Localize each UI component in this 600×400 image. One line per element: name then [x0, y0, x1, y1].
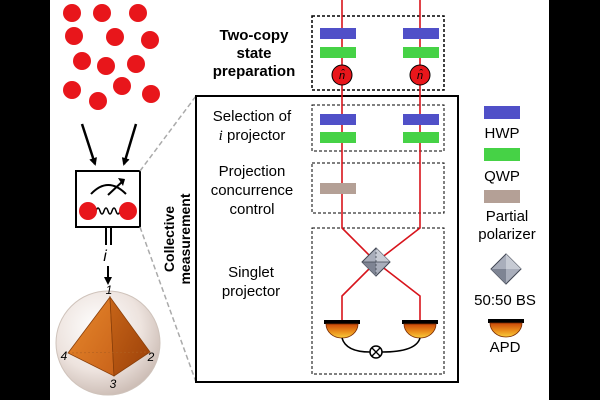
photon	[65, 27, 83, 45]
nhat-label-right: n̂	[417, 68, 423, 82]
hwp-plate	[403, 28, 439, 39]
spring-icon	[95, 207, 121, 215]
input-arrow-right	[121, 123, 138, 166]
legend-bs-label: 50:50 BS	[474, 292, 536, 309]
legend-partial-label-line2: polarizer	[478, 226, 536, 243]
apd-detector-right	[402, 320, 438, 339]
outcome-label: i	[103, 248, 107, 265]
photon	[89, 92, 107, 110]
photon-source-right: n̂	[409, 64, 431, 86]
apd-detector-left	[324, 320, 360, 339]
selection-label-line1: Selection of	[213, 108, 292, 125]
projection-label-line2: concurrence	[211, 182, 294, 199]
vertex-label-3: 3	[110, 377, 117, 391]
tetrahedron-sphere: 1 2 3 4	[55, 283, 161, 396]
legend-qwp-swatch	[484, 148, 520, 161]
collective-measurement-label: Collective measurement	[161, 193, 193, 284]
vertex-label-1: 1	[106, 283, 113, 297]
photon	[119, 202, 137, 220]
photon	[129, 4, 147, 22]
photon	[73, 52, 91, 70]
photon	[63, 81, 81, 99]
legend: HWP QWP Partial polarizer 50:50 BS APD	[474, 106, 536, 356]
two-copy-label: Two-copy state preparation	[213, 27, 296, 80]
legend-hwp-swatch	[484, 106, 520, 119]
legend-bs-icon	[490, 253, 522, 285]
legend-apd-label: APD	[490, 339, 521, 356]
photon	[93, 4, 111, 22]
photon	[141, 31, 159, 49]
legend-qwp-label: QWP	[484, 168, 520, 185]
photon-source-left: n̂	[331, 64, 353, 86]
measurement-device-box	[75, 170, 141, 228]
singlet-label-line2: projector	[222, 283, 280, 300]
coincidence-wire	[341, 337, 421, 353]
legend-partial-label-line1: Partial	[486, 208, 529, 225]
collective-measurement-box	[195, 95, 459, 383]
hwp-plate	[403, 114, 439, 125]
photon-cloud	[63, 4, 160, 110]
meter-dial-icon	[90, 184, 127, 195]
singlet-label-line1: Singlet	[228, 264, 275, 281]
state-preparation-box	[311, 15, 445, 91]
hwp-plate	[320, 28, 356, 39]
qwp-plate	[403, 47, 439, 58]
vertex-label-2: 2	[147, 350, 155, 364]
nhat-label-left: n̂	[339, 68, 345, 82]
qwp-plate	[320, 47, 356, 58]
hwp-plate	[320, 114, 356, 125]
singlet-projector-box	[311, 227, 445, 375]
zoom-line-bottom	[139, 226, 197, 383]
two-copy-title-line2: state	[236, 45, 271, 62]
legend-partial-swatch	[484, 190, 520, 203]
photon	[106, 28, 124, 46]
two-copy-title-line1: Two-copy	[220, 27, 290, 44]
partial-polarizer	[320, 183, 356, 194]
legend-apd-icon	[488, 319, 524, 338]
vertex-label-4: 4	[61, 349, 68, 363]
legend-hwp-label: HWP	[485, 125, 520, 142]
tetra-face-right	[109, 295, 151, 377]
collective-label-line1: Collective	[161, 206, 177, 272]
photon	[79, 202, 97, 220]
photon	[97, 57, 115, 75]
coincidence-counter-icon	[369, 345, 383, 359]
photon	[127, 55, 145, 73]
two-copy-title-line3: preparation	[213, 63, 296, 80]
qwp-plate	[320, 132, 356, 143]
selection-box	[311, 104, 445, 152]
selection-label-line2: i projector	[219, 127, 286, 144]
photon	[63, 4, 81, 22]
photon	[142, 85, 160, 103]
photon	[113, 77, 131, 95]
input-arrow-left	[80, 123, 97, 166]
concurrence-control-box	[311, 162, 445, 214]
projection-label-line1: Projection	[219, 163, 286, 180]
qwp-plate	[403, 132, 439, 143]
beam-splitter	[361, 247, 391, 277]
projection-label-line3: control	[229, 201, 274, 218]
collective-label-line2: measurement	[177, 193, 193, 284]
